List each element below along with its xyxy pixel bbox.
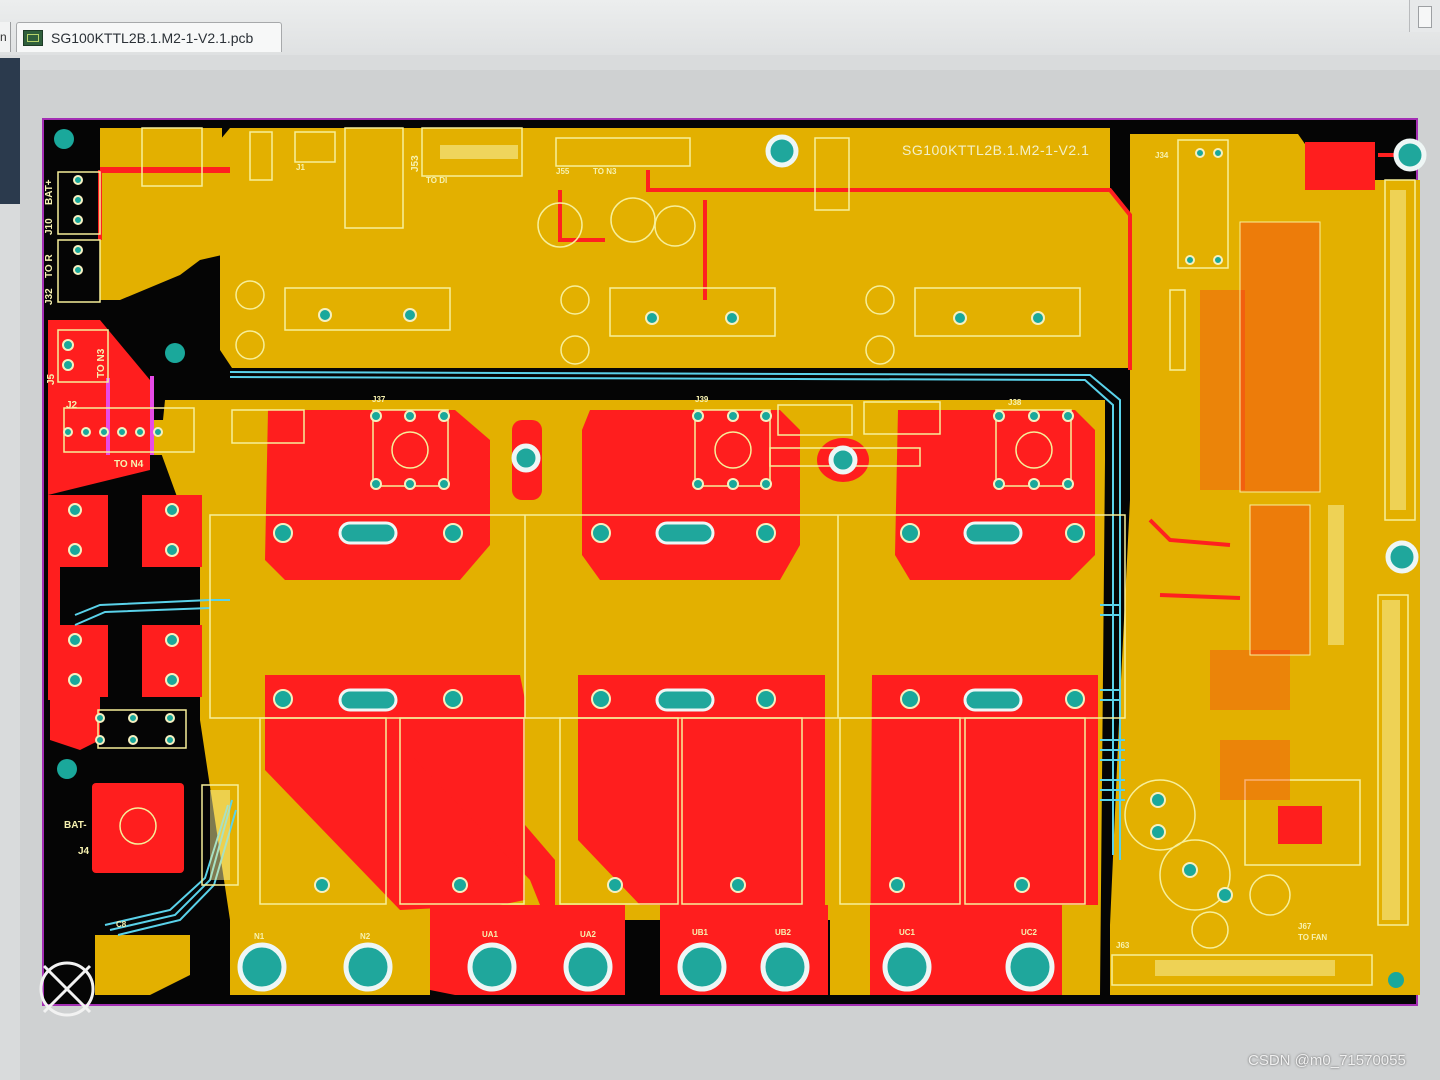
watermark-text: CSDN @m0_71570055	[1248, 1052, 1406, 1069]
label-to-n3: TO N3	[593, 167, 617, 176]
silkscreen-outlines	[57, 127, 1416, 986]
label-ub2: UB2	[775, 928, 792, 937]
label-uc2: UC2	[1021, 928, 1038, 937]
label-ub1: UB1	[692, 928, 709, 937]
label-uc1: UC1	[899, 928, 916, 937]
label-to-n3-left: TO N3	[96, 348, 107, 378]
header-pins	[210, 145, 1406, 976]
label-j55: J55	[556, 167, 570, 176]
smd-pad-field	[1200, 222, 1320, 800]
label-j10: J10	[44, 218, 55, 235]
label-ua1: UA1	[482, 930, 499, 939]
label-j53: J53	[410, 155, 421, 172]
label-j37: J37	[372, 395, 386, 404]
pcb-file-tab[interactable]: SG100KTTL2B.1.M2-1-V2.1.pcb	[16, 22, 282, 52]
oval-slots	[338, 521, 1023, 712]
label-j32: J32	[44, 288, 55, 305]
label-j1: J1	[296, 163, 305, 172]
label-to-r: TO R	[44, 254, 55, 278]
label-j38: J38	[1008, 398, 1022, 407]
label-n1: N1	[254, 932, 265, 941]
label-to-di: TO DI	[426, 176, 448, 185]
label-ua2: UA2	[580, 930, 597, 939]
label-j2: J2	[66, 400, 78, 411]
label-j34: J34	[1155, 151, 1169, 160]
label-j5: J5	[46, 373, 57, 385]
label-j39: J39	[695, 395, 709, 404]
label-j4: J4	[78, 846, 90, 857]
through-hole-pads	[62, 148, 1233, 903]
label-bat-minus: BAT-	[64, 820, 87, 831]
label-j63: J63	[1116, 941, 1130, 950]
label-bat-plus: BAT+	[44, 179, 55, 205]
label-to-n4: TO N4	[114, 459, 144, 470]
label-c8: C8	[116, 920, 127, 929]
pcb-document-icon	[23, 29, 43, 46]
crosshair-circle-icon	[39, 961, 95, 1017]
side-panel-edge	[0, 58, 20, 204]
board-title: SG100KTTL2B.1.M2-1-V2.1	[902, 142, 1090, 158]
window-scrollbar[interactable]	[1409, 0, 1440, 32]
previous-tab-fragment[interactable]: n	[0, 22, 11, 52]
document-tab-bar: n SG100KTTL2B.1.M2-1-V2.1.pcb	[0, 0, 1440, 55]
fiducials	[54, 129, 1404, 988]
pcb-file-tab-label: SG100KTTL2B.1.M2-1-V2.1.pcb	[51, 29, 254, 46]
mounting-holes	[237, 134, 1427, 992]
label-j67: J67	[1298, 922, 1312, 931]
label-n2: N2	[360, 932, 371, 941]
label-to-fan: TO FAN	[1298, 933, 1328, 942]
